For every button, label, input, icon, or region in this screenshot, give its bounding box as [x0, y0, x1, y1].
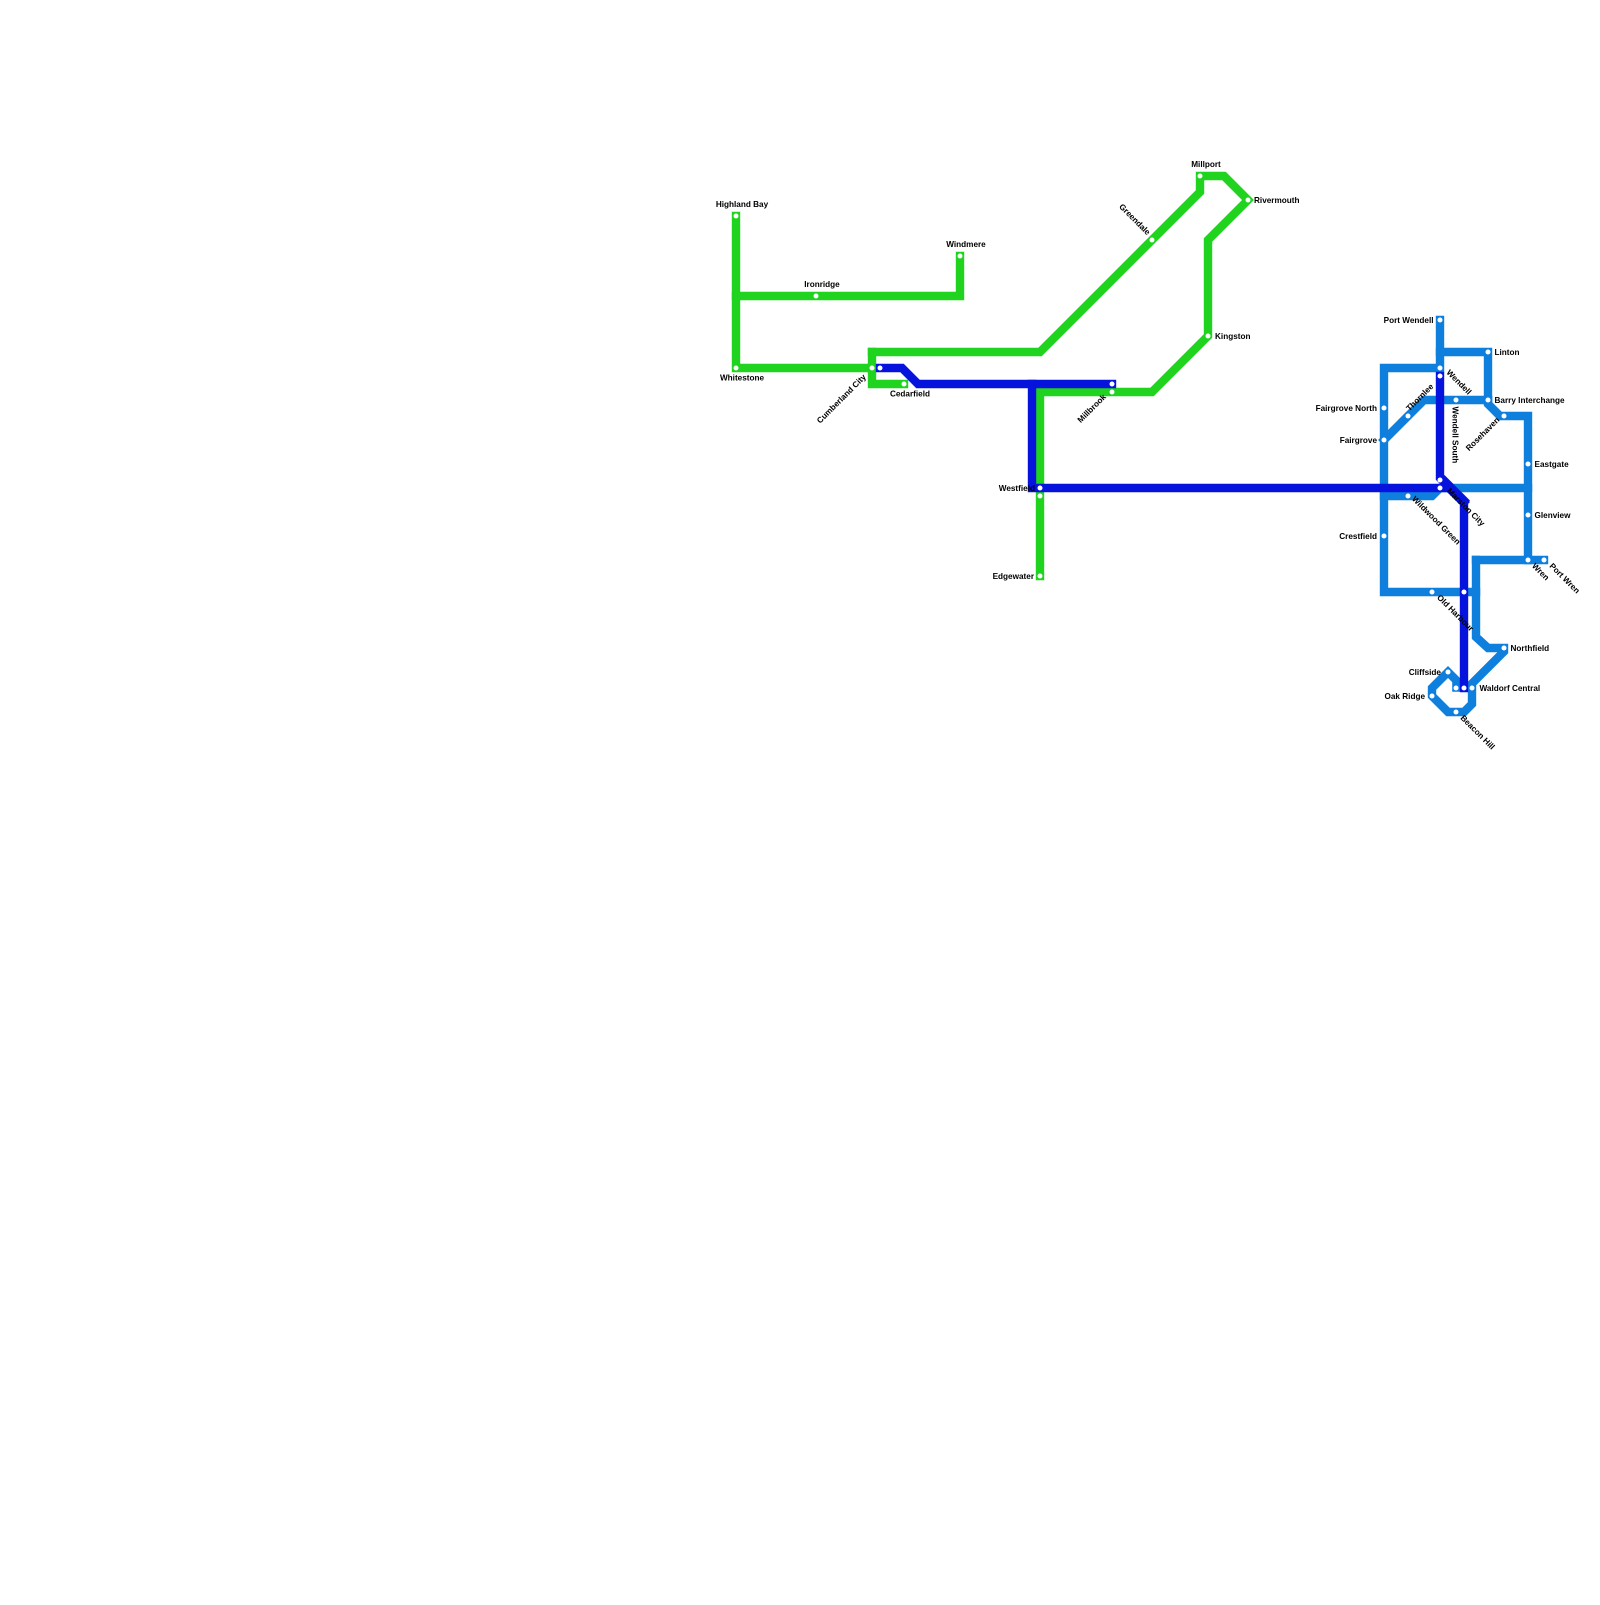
- svg-text:Rosehaven: Rosehaven: [1464, 416, 1501, 453]
- svg-text:Millbrook: Millbrook: [1076, 392, 1108, 424]
- svg-text:Kingston: Kingston: [1215, 332, 1250, 341]
- svg-text:Millport: Millport: [1191, 160, 1221, 169]
- svg-text:Port Wendell: Port Wendell: [1384, 316, 1434, 325]
- svg-text:Cumberland City: Cumberland City: [815, 372, 868, 425]
- svg-text:Wendell: Wendell: [1445, 368, 1473, 396]
- svg-text:Westfield: Westfield: [999, 484, 1035, 493]
- svg-text:Linton: Linton: [1495, 348, 1520, 357]
- svg-text:Waldorf Central: Waldorf Central: [1480, 684, 1541, 693]
- svg-text:Wendell South: Wendell South: [1451, 407, 1460, 464]
- svg-text:Crestfield: Crestfield: [1339, 532, 1377, 541]
- svg-text:Oak Ridge: Oak Ridge: [1385, 692, 1426, 701]
- svg-text:Glenview: Glenview: [1535, 511, 1572, 520]
- svg-text:Fairgrove: Fairgrove: [1340, 436, 1378, 445]
- svg-text:Cliffside: Cliffside: [1409, 668, 1442, 677]
- svg-text:Old Harbour: Old Harbour: [1435, 593, 1476, 634]
- svg-text:Beacon Hill: Beacon Hill: [1459, 714, 1497, 752]
- svg-text:Fairgrove North: Fairgrove North: [1316, 404, 1377, 413]
- svg-text:Wren: Wren: [1530, 562, 1551, 583]
- svg-text:Highland Bay: Highland Bay: [716, 200, 769, 209]
- svg-text:Port Wren: Port Wren: [1548, 562, 1582, 596]
- svg-text:Edgewater: Edgewater: [993, 572, 1035, 581]
- svg-text:Northfield: Northfield: [1511, 644, 1550, 653]
- svg-text:Ironridge: Ironridge: [804, 280, 840, 289]
- svg-text:Windmere: Windmere: [946, 240, 986, 249]
- svg-text:Wildwood Green: Wildwood Green: [1410, 495, 1462, 547]
- svg-text:Greendale: Greendale: [1117, 202, 1152, 237]
- svg-text:Whitestone: Whitestone: [720, 374, 765, 383]
- svg-text:Barry Interchange: Barry Interchange: [1495, 396, 1566, 405]
- svg-text:Eastgate: Eastgate: [1535, 460, 1570, 469]
- svg-text:Rivermouth: Rivermouth: [1254, 196, 1300, 205]
- svg-text:Cedarfield: Cedarfield: [890, 390, 930, 399]
